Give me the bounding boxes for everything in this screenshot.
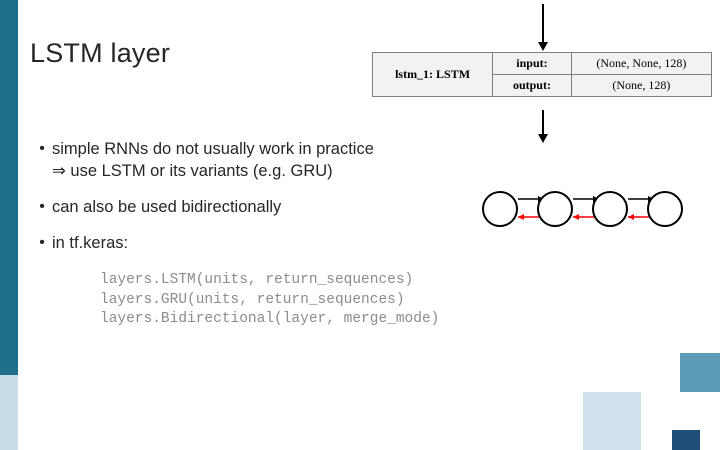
list-item-text: simple RNNs do not usually work in pract… (52, 138, 374, 182)
code-snippet: layers.LSTM(units, return_sequences) lay… (100, 272, 440, 327)
list-item-line2: ⇒ use LSTM or its variants (e.g. GRU) (52, 162, 333, 180)
recurrent-cell-node (482, 191, 518, 227)
forward-arrows-icon (518, 196, 654, 202)
bottom-left-accent-lightblue (0, 375, 18, 450)
recurrent-cell-nodes (482, 191, 683, 227)
list-item: • can also be used bidirectionally (32, 196, 502, 218)
table-row: lstm_1: LSTM input: (None, None, 128) (371, 52, 713, 97)
bullet-marker-icon: • (39, 234, 45, 251)
recurrent-cell-node (647, 191, 683, 227)
keras-layer-diagram: lstm_1: LSTM input: (None, None, 128) ou… (371, 4, 713, 143)
list-item-line1: simple RNNs do not usually work in pract… (52, 140, 374, 158)
left-edge-accent-bar (0, 0, 18, 450)
arrow-down-into-layer-icon (538, 4, 548, 51)
bottom-right-accent-steel (680, 353, 720, 392)
list-item-line1: in tf.keras: (52, 234, 129, 252)
output-label-cell: output: (492, 74, 572, 97)
recurrent-cell-node (537, 191, 573, 227)
table-row: output: (None, 128) (373, 74, 713, 97)
layer-name-cell: lstm_1: LSTM (371, 52, 494, 97)
input-shape-cell: (None, None, 128) (570, 52, 713, 75)
layer-shape-table: lstm_1: LSTM input: (None, None, 128) ou… (371, 52, 713, 97)
arrow-down-out-of-layer-icon (538, 110, 548, 143)
list-item: • simple RNNs do not usually work in pra… (32, 138, 502, 182)
chain-svg (482, 191, 683, 227)
input-label-cell: input: (492, 52, 572, 75)
page-title: LSTM layer (30, 38, 171, 68)
bullet-list: • simple RNNs do not usually work in pra… (32, 138, 502, 268)
bottom-left-accent-white (18, 375, 38, 450)
list-item-line1: can also be used bidirectionally (52, 198, 282, 216)
list-item-text: can also be used bidirectionally (52, 196, 281, 218)
bottom-right-accent-navy (672, 430, 700, 450)
list-item-text: in tf.keras: (52, 232, 128, 254)
bidirectional-chain-diagram (482, 182, 698, 236)
bullet-marker-icon: • (39, 198, 45, 215)
bullet-marker-icon: • (39, 140, 45, 157)
recurrent-cell-node (592, 191, 628, 227)
list-item: • in tf.keras: (32, 232, 502, 254)
output-shape-cell: (None, 128) (570, 74, 713, 97)
bottom-right-accent-pale (583, 392, 641, 450)
